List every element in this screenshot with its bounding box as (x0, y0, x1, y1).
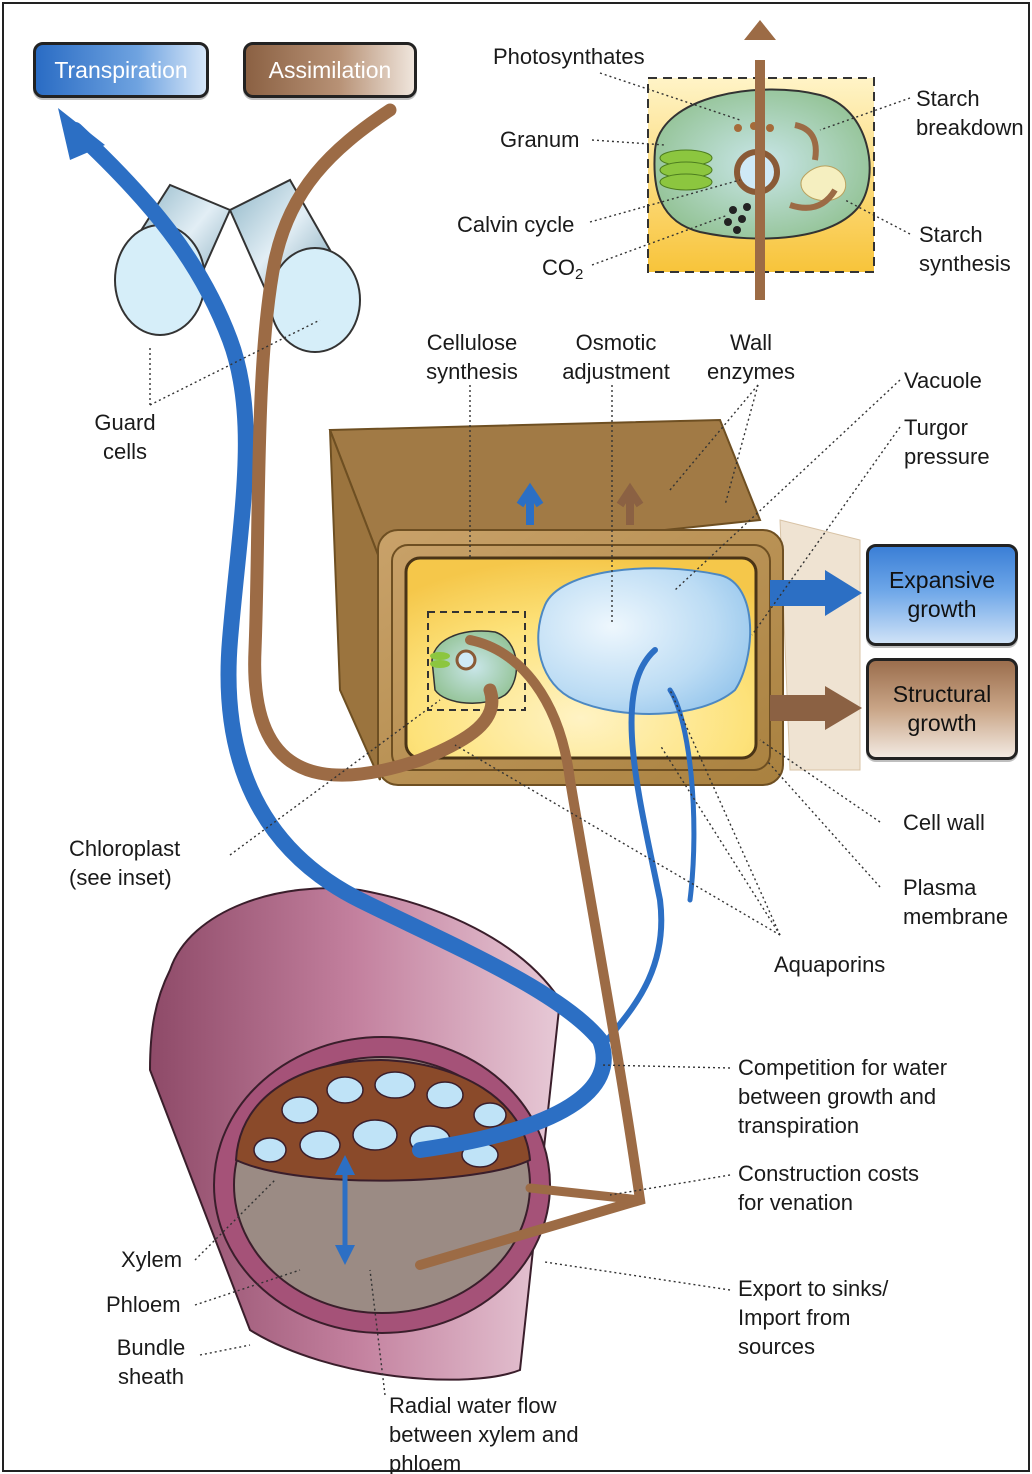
label-starch-synthesis: Starch synthesis (919, 220, 1011, 278)
granum-stack (660, 150, 712, 190)
label-turgor-pressure: Turgor pressure (904, 413, 990, 471)
label-starch-breakdown: Starch breakdown (916, 84, 1024, 142)
label-cell-wall: Cell wall (903, 808, 985, 837)
label-vacuole: Vacuole (904, 366, 982, 395)
label-co2: CO2 (542, 253, 583, 289)
label-granum: Granum (500, 125, 579, 154)
label-aquaporins: Aquaporins (774, 950, 885, 979)
chloroplast-inset (648, 20, 874, 300)
assimilation-label: Assimilation (269, 56, 392, 85)
label-wall-enzymes: Wall enzymes (692, 328, 810, 386)
cell-block (330, 420, 862, 785)
label-radial-water-flow: Radial water flow between xylem and phlo… (389, 1391, 579, 1474)
expansive-growth-label: Expansive growth (889, 566, 995, 624)
transpiration-label: Transpiration (54, 56, 187, 85)
label-export-import: Export to sinks/ Import from sources (738, 1274, 888, 1361)
label-phloem: Phloem (106, 1290, 181, 1319)
label-osmotic-adjustment: Osmotic adjustment (552, 328, 680, 386)
label-calvin-cycle: Calvin cycle (457, 210, 574, 239)
label-chloroplast: Chloroplast (see inset) (69, 834, 180, 892)
label-cellulose-synthesis: Cellulose synthesis (418, 328, 526, 386)
vacuole-shape (538, 568, 750, 714)
label-bundle-sheath: Bundle sheath (103, 1333, 199, 1391)
structural-growth-badge: Structural growth (866, 658, 1018, 760)
label-competition: Competition for water between growth and… (738, 1053, 947, 1140)
label-xylem: Xylem (121, 1245, 182, 1274)
expansive-growth-badge: Expansive growth (866, 544, 1018, 646)
label-photosynthates: Photosynthates (493, 42, 645, 71)
label-construction-costs: Construction costs for venation (738, 1159, 919, 1217)
assimilation-badge: Assimilation (243, 42, 417, 98)
label-guard-cells: Guard cells (80, 408, 170, 466)
structural-growth-label: Structural growth (893, 680, 991, 738)
co2-text: CO (542, 255, 575, 280)
label-plasma-membrane: Plasma membrane (903, 873, 1008, 931)
co2-subscript: 2 (575, 266, 583, 283)
transpiration-badge: Transpiration (33, 42, 209, 98)
